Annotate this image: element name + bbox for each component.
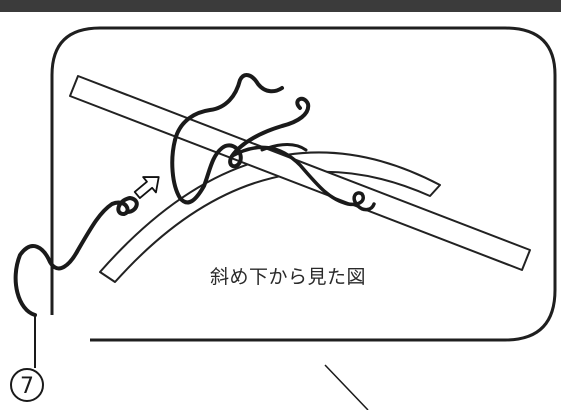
- arrow-icon: [133, 176, 160, 199]
- wire-strand: [13, 196, 139, 317]
- wire-strand-3: [173, 73, 284, 142]
- wire-strand-4: [230, 145, 376, 212]
- wire-strand-2: [170, 96, 311, 205]
- wire-strand-5: [260, 143, 308, 152]
- top-band: [0, 0, 561, 12]
- view-caption: 斜め下から見た図: [210, 266, 367, 288]
- detail-panel: [50, 26, 557, 342]
- guide-line: [324, 364, 369, 410]
- step-number-badge: 7: [10, 368, 44, 402]
